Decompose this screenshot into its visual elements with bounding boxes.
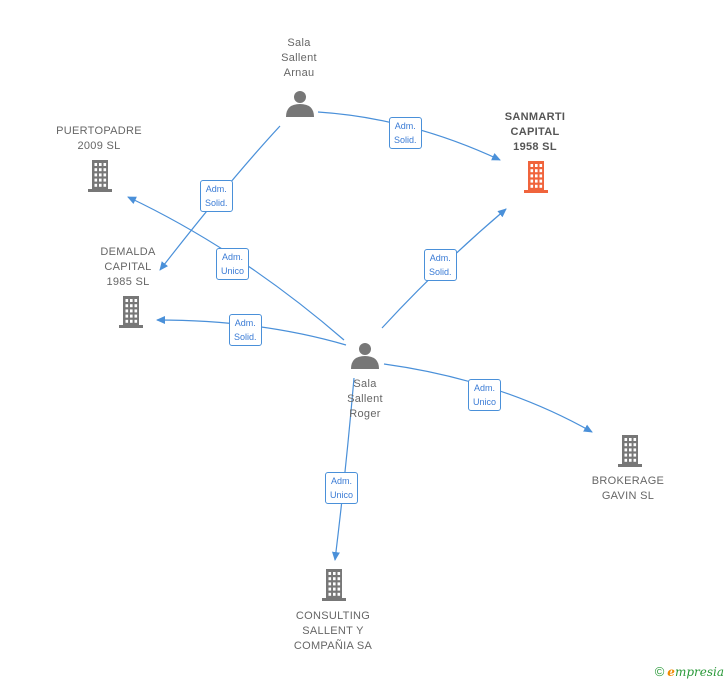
edge-label-sala_sallent_roger-to-brokerage[interactable]: Adm. Unico [468,379,502,411]
node-label-sanmarti[interactable]: SANMARTI CAPITAL 1958 SL [504,111,566,153]
node-label-puertopadre[interactable]: PUERTOPADRE 2009 SL [56,125,142,152]
edge-label-sala_sallent_roger-to-demalda[interactable]: Adm. Solid. [229,314,262,346]
edge-label-sala_sallent_arnau-to-demalda[interactable]: Adm. Solid. [200,180,233,212]
copyright-icon: © [654,664,665,679]
node-label-consulting[interactable]: CONSULTING SALLENT Y COMPAÑIA SA [293,610,373,652]
edge-label-sala_sallent_roger-to-puertopadre[interactable]: Adm. Unico [216,248,250,280]
edge-label-sala_sallent_roger-to-sanmarti[interactable]: Adm. Solid. [424,249,457,281]
building-icon-sanmarti[interactable] [524,161,548,193]
building-icon-puertopadre[interactable] [88,160,112,192]
node-label-demalda[interactable]: DEMALDA CAPITAL 1985 SL [100,246,156,288]
node-label-sala_sallent_roger[interactable]: Sala Sallent Roger [347,378,383,420]
edge-label-sala_sallent_roger-to-consulting[interactable]: Adm. Unico [325,472,359,504]
edge-label-sala_sallent_arnau-to-sanmarti[interactable]: Adm. Solid. [389,117,422,149]
node-label-sala_sallent_arnau[interactable]: Sala Sallent Arnau [281,37,317,79]
building-icon-brokerage[interactable] [618,435,642,467]
person-icon-sala_sallent_arnau[interactable] [286,91,314,117]
person-icon-sala_sallent_roger[interactable] [351,343,379,369]
empresia-logo[interactable]: ©empresia [654,664,724,679]
edge-sala_sallent_roger-to-consulting [331,377,355,561]
node-label-brokerage[interactable]: BROKERAGE GAVIN SL [591,475,665,502]
building-icon-demalda[interactable] [119,296,143,328]
building-icon-consulting[interactable] [322,569,346,601]
